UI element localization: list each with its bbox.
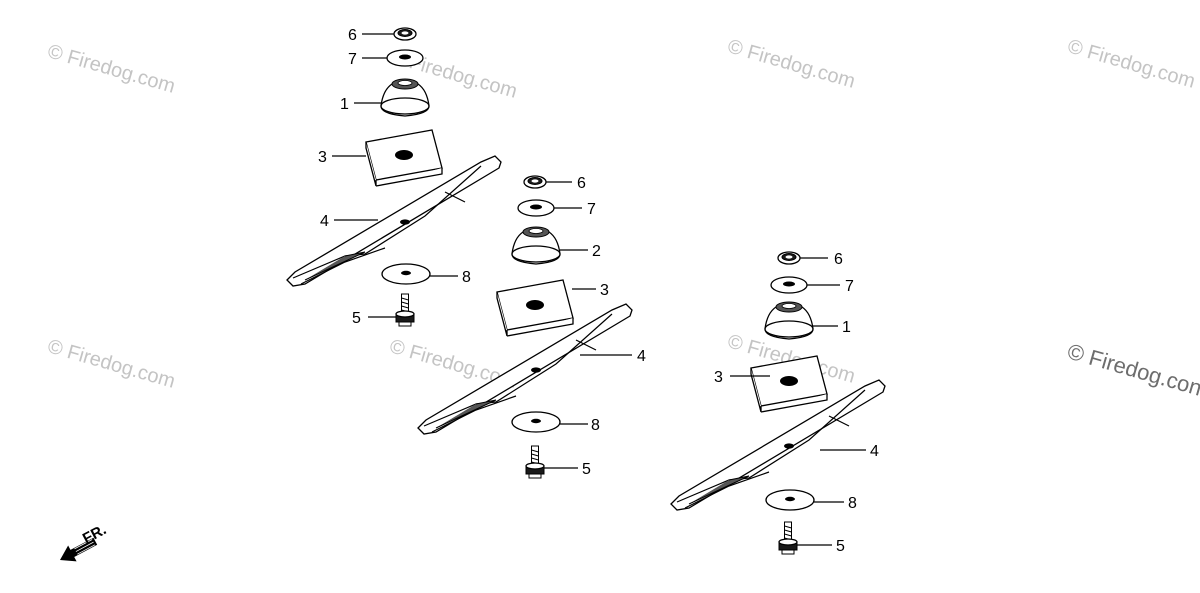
blade-part: 4 xyxy=(286,155,502,287)
washer-small-part: 6 xyxy=(777,251,843,268)
callout-8: 8 xyxy=(591,417,600,434)
callout-1: 1 xyxy=(842,319,851,336)
callout-6: 6 xyxy=(348,27,357,44)
front-arrow-icon xyxy=(60,537,98,562)
callout-1: 1 xyxy=(340,96,349,113)
assembly-right: 6 7 1 3 4 8 5 xyxy=(670,251,886,555)
washer-flat-part: 7 xyxy=(348,49,424,68)
washer-large-part: 8 xyxy=(381,263,471,286)
callout-2: 2 xyxy=(592,243,601,260)
callout-8: 8 xyxy=(848,495,857,512)
bolt-part: 5 xyxy=(352,293,415,327)
front-direction-indicator: FR. xyxy=(60,521,109,562)
washer-flat-part: 7 xyxy=(517,199,596,218)
adapter-part: 1 xyxy=(764,301,851,340)
callout-8: 8 xyxy=(462,269,471,286)
washer-large-part: 8 xyxy=(765,489,857,512)
plate-part: 3 xyxy=(714,355,828,413)
blade-part: 4 xyxy=(417,303,646,435)
callout-7: 7 xyxy=(845,278,854,295)
washer-flat-part: 7 xyxy=(770,276,854,295)
bolt-part: 5 xyxy=(525,445,591,479)
callout-4: 4 xyxy=(870,443,879,460)
plate-part: 3 xyxy=(318,129,443,187)
washer-large-part: 8 xyxy=(511,411,600,434)
bolt-part: 5 xyxy=(778,521,845,555)
callout-7: 7 xyxy=(348,51,357,68)
callout-3: 3 xyxy=(600,282,609,299)
callout-4: 4 xyxy=(320,213,329,230)
assembly-center: 6 7 2 3 4 8 5 xyxy=(417,175,646,479)
callout-3: 3 xyxy=(318,149,327,166)
washer-small-part: 6 xyxy=(523,175,586,192)
callout-6: 6 xyxy=(577,175,586,192)
adapter-part: 2 xyxy=(511,226,601,265)
callout-6: 6 xyxy=(834,251,843,268)
blade-part: 4 xyxy=(670,379,886,511)
callout-4: 4 xyxy=(637,348,646,365)
callout-5: 5 xyxy=(582,461,591,478)
callout-3: 3 xyxy=(714,369,723,386)
callout-5: 5 xyxy=(352,310,361,327)
assembly-left: 6 7 1 3 4 8 5 xyxy=(286,27,502,327)
callout-5: 5 xyxy=(836,538,845,555)
callout-7: 7 xyxy=(587,201,596,218)
plate-part: 3 xyxy=(496,279,609,337)
adapter-part: 1 xyxy=(340,78,430,117)
washer-small-part: 6 xyxy=(348,27,417,44)
